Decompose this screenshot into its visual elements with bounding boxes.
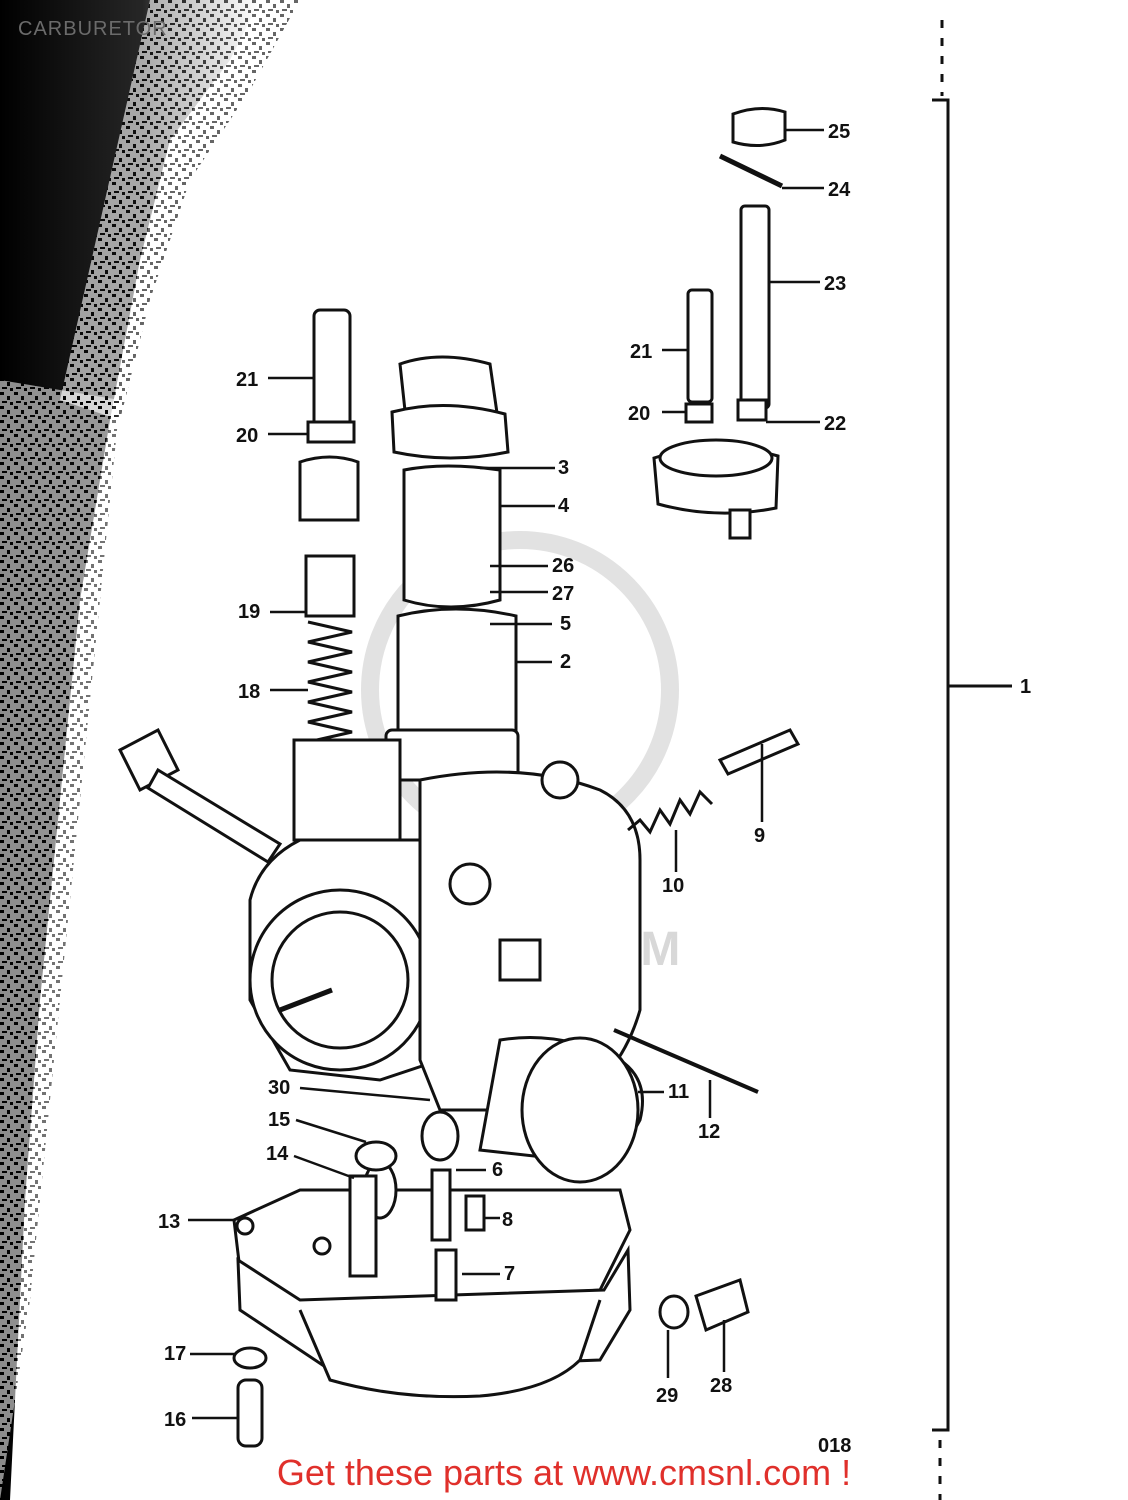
callout-28: 28 xyxy=(710,1375,732,1397)
callout-26: 26 xyxy=(552,555,574,577)
callout-22: 22 xyxy=(824,413,846,435)
callout-13: 13 xyxy=(158,1211,180,1233)
callout-18: 18 xyxy=(238,681,260,703)
diagram-code: 018 xyxy=(818,1435,851,1457)
callout-27: 27 xyxy=(552,583,574,605)
callout-2: 2 xyxy=(560,651,571,673)
carburetor-body xyxy=(248,355,644,1184)
callout-20-left: 20 xyxy=(236,425,258,447)
idle-screw xyxy=(627,728,801,835)
callout-12: 12 xyxy=(698,1121,720,1143)
callout-16: 16 xyxy=(164,1409,186,1431)
callout-8: 8 xyxy=(502,1209,513,1231)
callout-21-left: 21 xyxy=(236,369,258,391)
callout-10: 10 xyxy=(662,875,684,897)
callout-labels: 1 2 3 4 5 6 7 8 9 10 11 12 13 14 15 16 1… xyxy=(158,121,1031,1457)
callout-11: 11 xyxy=(668,1081,689,1103)
callout-17: 17 xyxy=(164,1343,186,1365)
callout-24: 24 xyxy=(828,179,851,201)
cap-assembly xyxy=(652,107,787,540)
parts-link-banner[interactable]: Get these parts at www.cmsnl.com ! xyxy=(276,1452,852,1493)
callout-30: 30 xyxy=(268,1077,290,1099)
callout-6: 6 xyxy=(492,1159,503,1181)
clamp-bolt xyxy=(118,727,283,865)
callout-4: 4 xyxy=(558,495,570,517)
callout-23: 23 xyxy=(824,273,846,295)
callout-1: 1 xyxy=(1020,676,1031,698)
callout-3: 3 xyxy=(558,457,569,479)
callout-15: 15 xyxy=(268,1109,290,1131)
callout-19: 19 xyxy=(238,601,260,623)
leader-lines xyxy=(188,128,824,1420)
callout-29: 29 xyxy=(656,1385,678,1407)
callout-25: 25 xyxy=(828,121,850,143)
callout-9: 9 xyxy=(754,825,765,847)
throttle-stop-group xyxy=(298,308,360,744)
assembly-bracket xyxy=(932,20,1012,1500)
float-bowl xyxy=(232,1028,759,1448)
callout-20-right: 20 xyxy=(628,403,650,425)
callout-21-right: 21 xyxy=(630,341,652,363)
callout-14: 14 xyxy=(266,1143,289,1165)
scan-shadow xyxy=(0,0,300,1500)
page-title: CARBURETOR xyxy=(18,18,168,40)
callout-5: 5 xyxy=(560,613,571,635)
callout-7: 7 xyxy=(504,1263,515,1285)
